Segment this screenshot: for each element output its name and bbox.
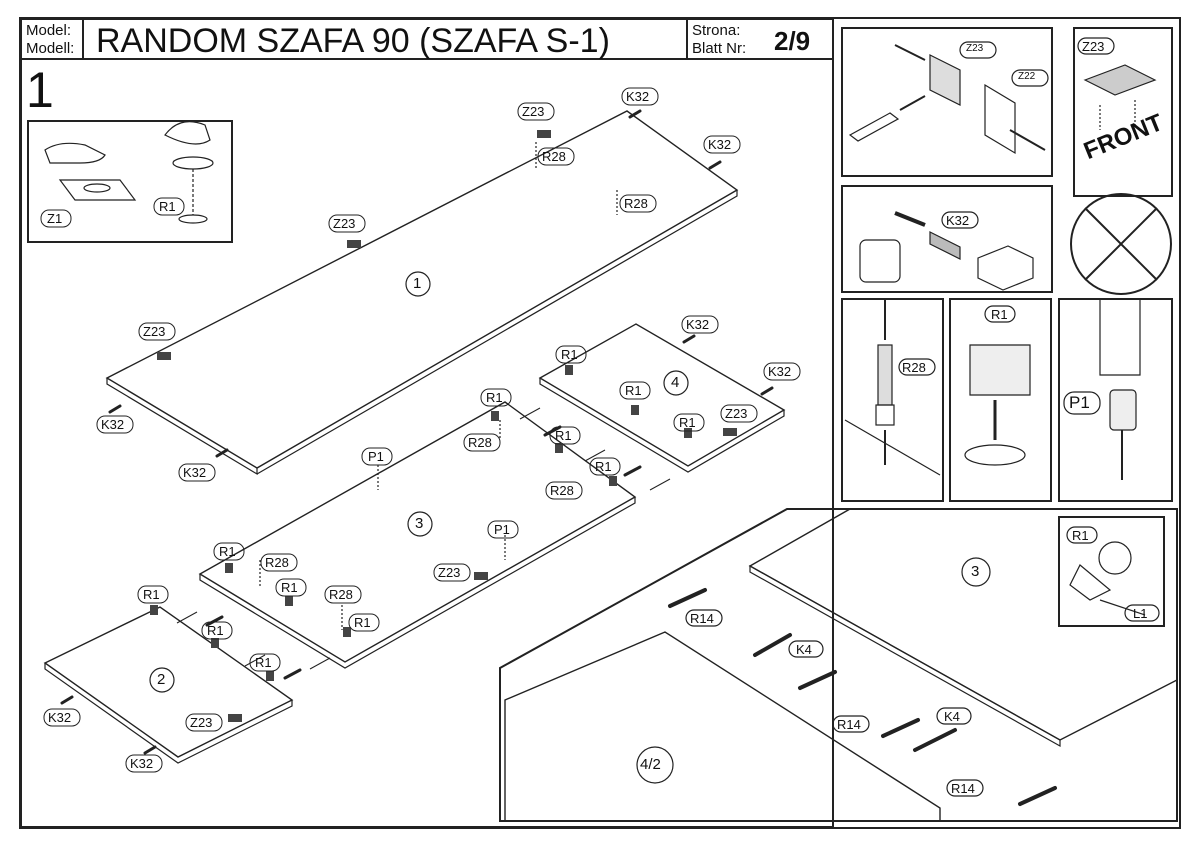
inset-z1-r1 xyxy=(27,120,233,243)
model-label: Model: xyxy=(26,22,72,39)
box-r28 xyxy=(841,298,944,502)
box-front xyxy=(1073,27,1173,197)
panel-2 xyxy=(43,606,294,758)
page-number: 2/9 xyxy=(774,26,811,56)
box-p1 xyxy=(1058,298,1173,502)
no-drill-icon xyxy=(1070,193,1172,295)
detail-box xyxy=(499,508,1178,822)
panel-3 xyxy=(198,401,637,663)
box-r1-l1 xyxy=(1058,516,1165,627)
panel-4 xyxy=(538,323,786,467)
panel-1 xyxy=(105,110,739,469)
modell-label: Modell: xyxy=(26,40,75,57)
model-cell: Model: Modell: xyxy=(20,18,84,60)
box-r1 xyxy=(949,298,1052,502)
blatt-label: Blatt Nr: xyxy=(692,40,747,57)
title-cell: RANDOM SZAFA 90 (SZAFA S-1) xyxy=(82,18,688,60)
strona-label: Strona: xyxy=(692,22,741,39)
box-k32 xyxy=(841,185,1053,293)
step-number: 1 xyxy=(26,62,54,118)
page-title: RANDOM SZAFA 90 (SZAFA S-1) xyxy=(96,22,610,60)
box-hinge xyxy=(841,27,1053,177)
